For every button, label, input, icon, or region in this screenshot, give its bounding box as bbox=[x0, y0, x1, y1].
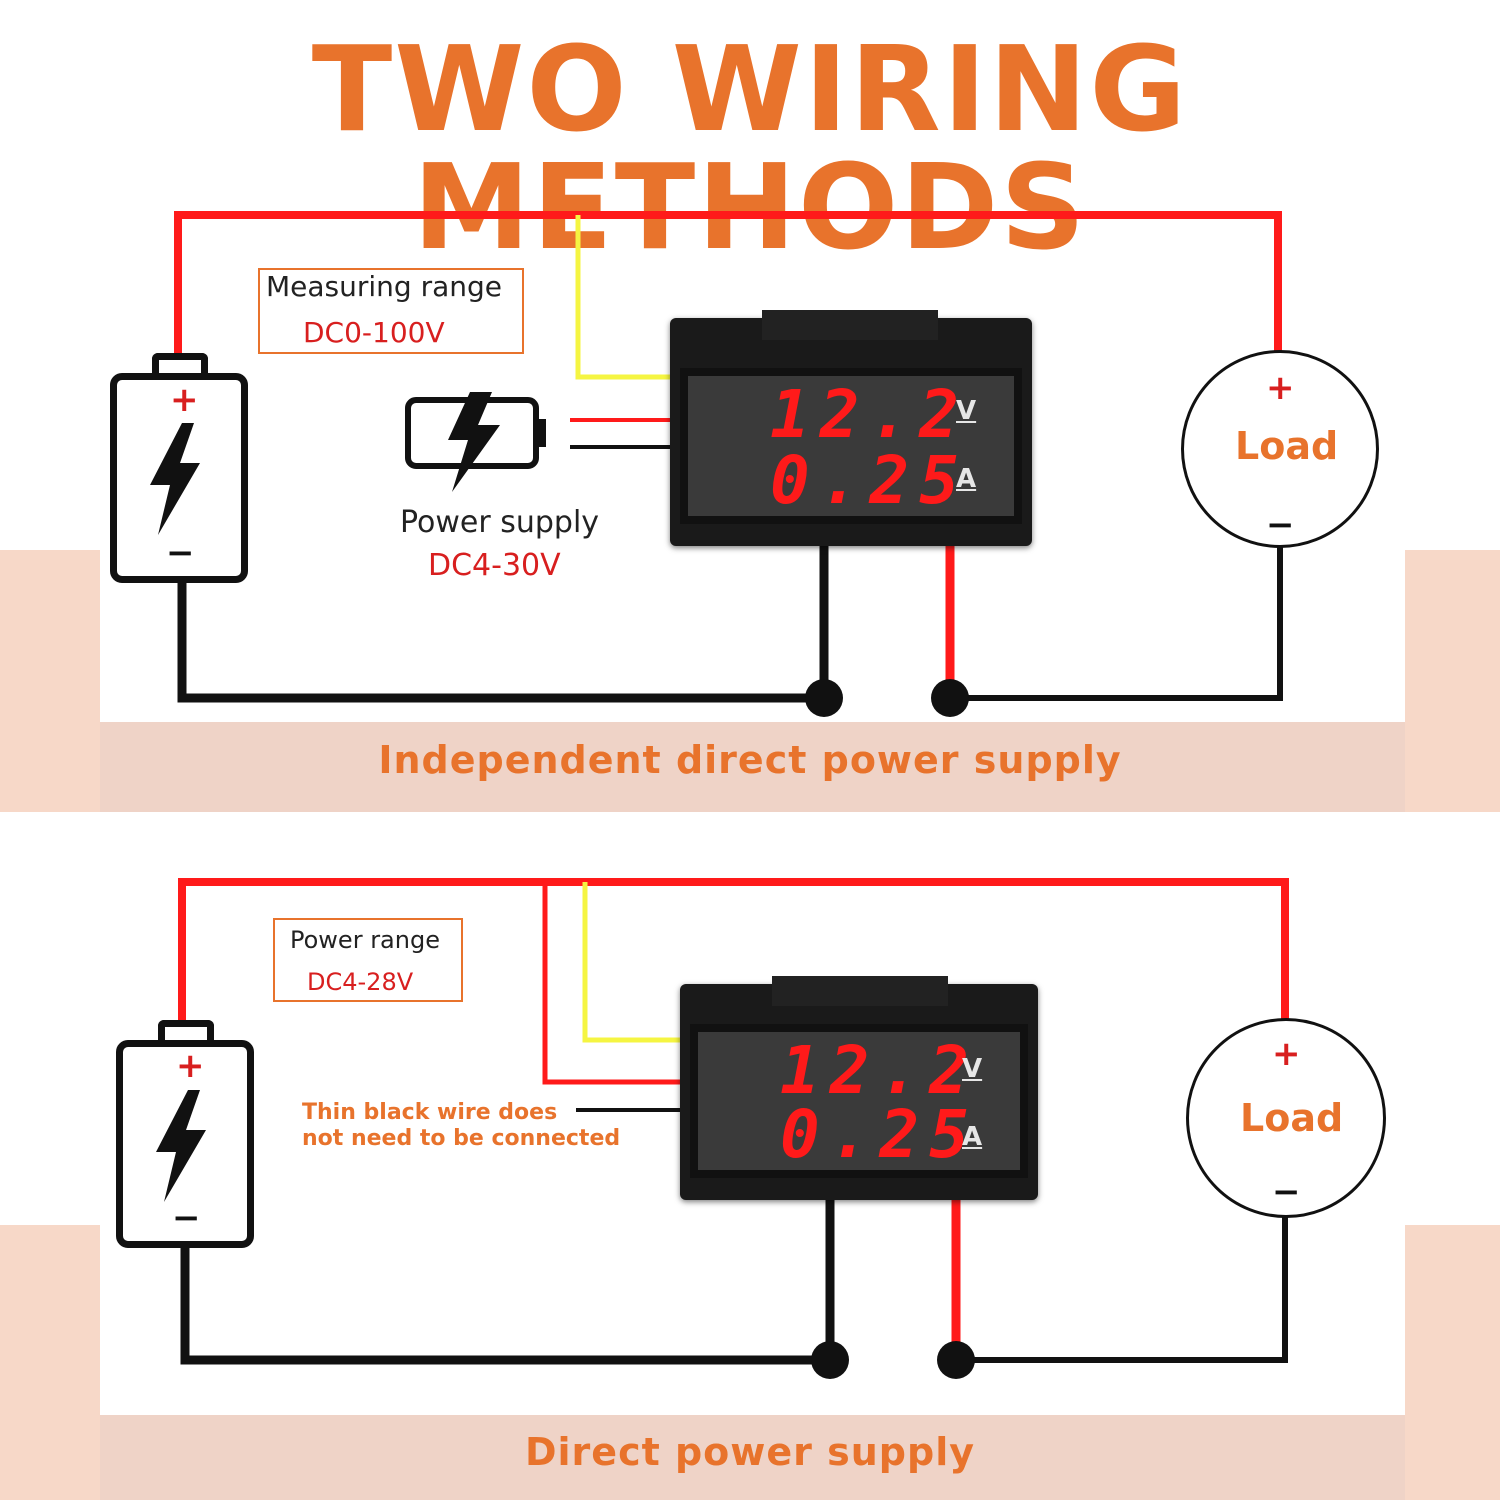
voltage-unit: V bbox=[956, 396, 977, 426]
power-supply-label: Power supply bbox=[400, 505, 600, 540]
meter-display-face-2 bbox=[690, 1024, 1028, 1178]
measuring-range-title: Measuring range bbox=[266, 270, 503, 303]
junction-node-black-2 bbox=[811, 1341, 849, 1379]
load-return-wire bbox=[950, 545, 1283, 701]
meter-top-clip-2 bbox=[772, 976, 948, 1006]
voltmeter-ammeter: 12.2 0.25 V A bbox=[670, 310, 1032, 546]
yellow-sense-wire bbox=[575, 215, 672, 380]
red-positive-wire-2 bbox=[178, 878, 1289, 1020]
voltage-reading-2: 12.2 bbox=[780, 1032, 979, 1109]
load-label-2: Load bbox=[1240, 1096, 1344, 1140]
wiring-diagram-2 bbox=[178, 878, 1289, 1365]
power-range-box bbox=[273, 918, 463, 1002]
measuring-range-box bbox=[258, 268, 524, 354]
caption-band-top bbox=[100, 722, 1405, 812]
lightning-icon-2 bbox=[156, 1090, 206, 1202]
meter-display-face bbox=[680, 368, 1022, 524]
thin-wire-note-line1: Thin black wire does bbox=[302, 1100, 558, 1125]
current-unit: A bbox=[956, 464, 977, 494]
battery-plus-sign-2: + bbox=[176, 1046, 205, 1086]
diagram-panel-top bbox=[100, 550, 1405, 722]
load-plus-sign: + bbox=[1266, 368, 1295, 408]
meter-top-clip bbox=[762, 310, 938, 340]
caption-method-1: Independent direct power supply bbox=[378, 738, 1122, 782]
yellow-sense-wire-2 bbox=[582, 882, 682, 1043]
power-supply-range: DC4-30V bbox=[428, 548, 561, 583]
load-circle bbox=[1181, 350, 1379, 548]
wiring-diagram-1 bbox=[174, 211, 1283, 703]
voltmeter-ammeter-2: 12.2 0.25 V A bbox=[680, 976, 1038, 1200]
junction-node-black bbox=[805, 679, 843, 717]
black-negative-wire-2 bbox=[180, 1240, 830, 1365]
caption-method-2: Direct power supply bbox=[524, 1430, 976, 1474]
battery-plus-sign: + bbox=[170, 380, 199, 420]
red-positive-wire bbox=[174, 211, 1282, 360]
power-range-title: Power range bbox=[290, 926, 440, 954]
power-range-value: DC4-28V bbox=[307, 968, 414, 996]
junction-node-red-2 bbox=[937, 1341, 975, 1379]
lightning-icon bbox=[150, 423, 200, 535]
voltage-reading: 12.2 bbox=[770, 376, 969, 453]
current-reading-2: 0.25 bbox=[780, 1096, 979, 1173]
caption-band-bottom bbox=[100, 1415, 1405, 1500]
power-supply-battery-icon bbox=[405, 392, 546, 492]
red-power-branch bbox=[542, 882, 682, 1085]
load-plus-sign-2: + bbox=[1272, 1034, 1301, 1074]
thin-wire-note-line2: not need to be connected bbox=[302, 1126, 621, 1151]
black-negative-wire bbox=[177, 578, 824, 703]
current-unit-2: A bbox=[962, 1122, 983, 1152]
diagram-panel-bottom bbox=[100, 1225, 1405, 1415]
load-circle-2 bbox=[1186, 1018, 1386, 1218]
measuring-range-value: DC0-100V bbox=[303, 316, 445, 349]
battery-minus-sign-2: − bbox=[172, 1198, 201, 1238]
junction-node-red bbox=[931, 679, 969, 717]
load-minus-sign: − bbox=[1266, 505, 1295, 545]
page-title: TWO WIRING METHODS bbox=[311, 20, 1189, 276]
battery-minus-sign: − bbox=[166, 533, 195, 573]
current-reading: 0.25 bbox=[770, 442, 969, 519]
load-label: Load bbox=[1235, 424, 1339, 468]
voltage-unit-2: V bbox=[962, 1054, 983, 1084]
load-return-wire-2 bbox=[956, 1208, 1288, 1363]
load-minus-sign-2: − bbox=[1272, 1172, 1301, 1212]
